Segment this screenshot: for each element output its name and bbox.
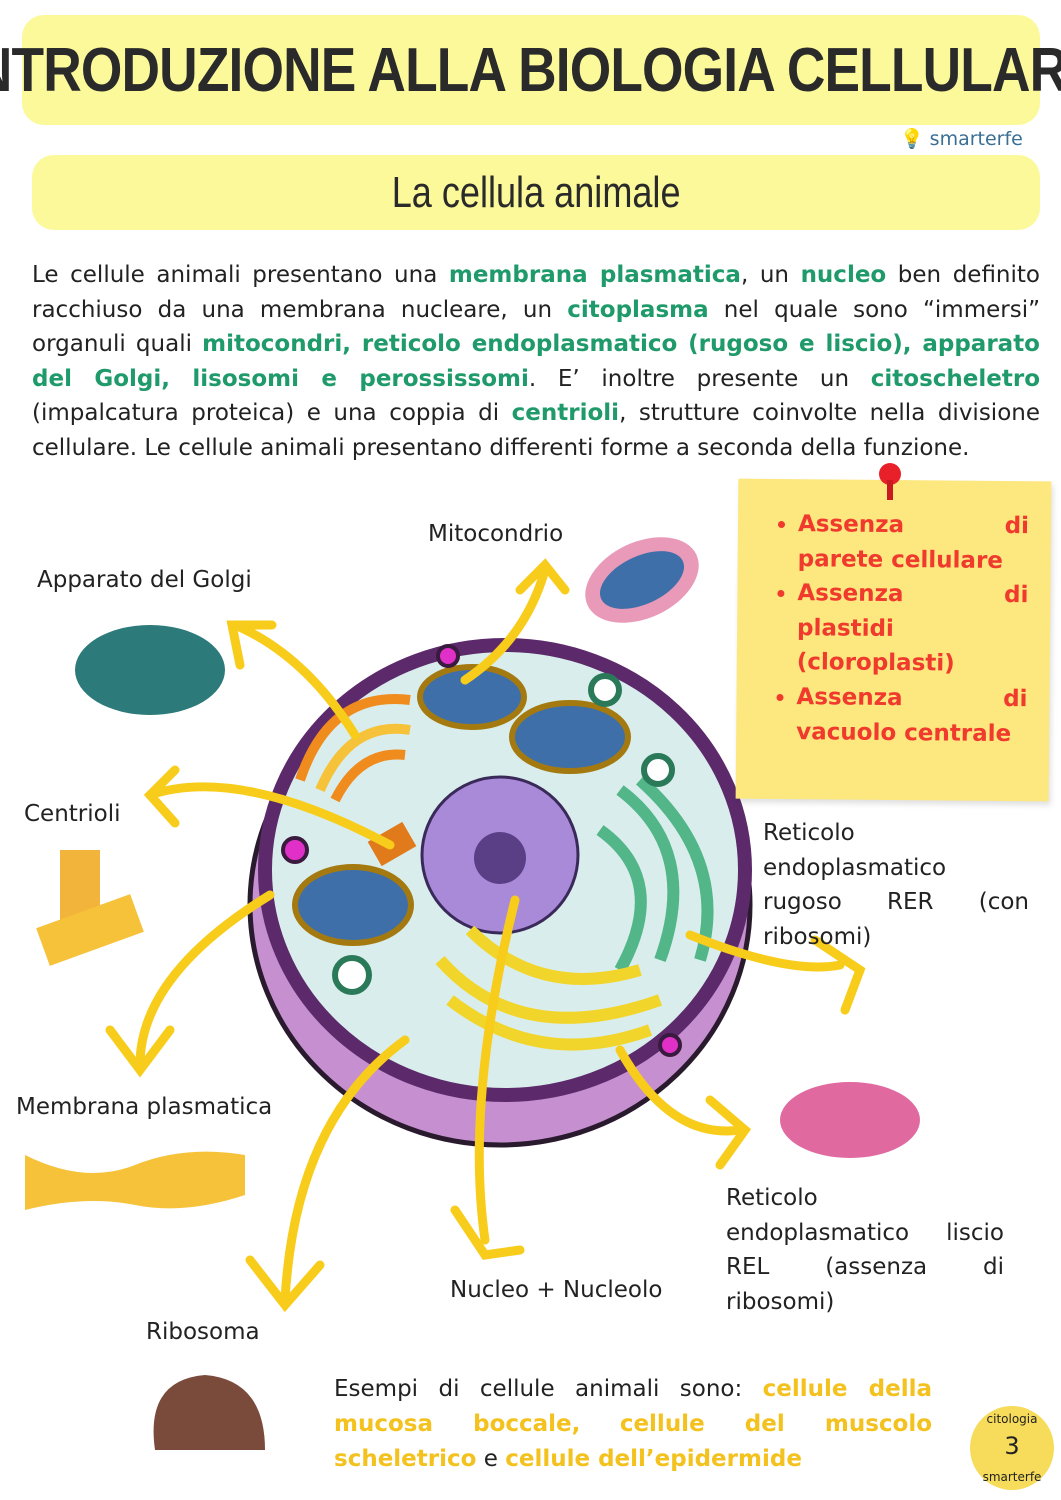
page-title: INTRODUZIONE ALLA BIOLOGIA CELLULARE [0,35,1061,105]
lightbulb-icon: 💡 [900,128,924,150]
sticky-note: Assenza di parete cellulare Assenza di p… [735,478,1052,802]
text-run: Le cellule animali presentano una [32,262,449,288]
note-item: Assenza di vacuolo centrale [796,680,1028,751]
mitochondrion-1 [417,664,527,730]
centrioli-image [36,850,144,966]
golgi-image [75,625,225,715]
ribosome-image [153,1375,265,1450]
page-badge: citologia 3 smarterfe [970,1406,1054,1490]
label-rel: Reticolo endoplasmatico liscio REL (asse… [726,1185,1004,1315]
highlighted-term: centrioli [511,400,620,427]
highlighted-term: nucleo [800,262,887,288]
label-ribosoma: Ribosoma [146,1319,260,1345]
nucleolus [474,832,526,884]
label-membrana: Membrana plasmatica [16,1094,273,1120]
note-list: Assenza di parete cellulare Assenza di p… [768,507,1029,751]
rel-shape [435,925,663,1051]
arrows [105,558,866,1313]
rel-image [780,1082,920,1158]
brand-logo: 💡smarterfe [900,127,1023,151]
badge-topic: citologia [986,1412,1038,1426]
text-run: Esempi di cellule animali sono: [334,1376,763,1402]
membrane-image [25,1151,245,1210]
title-banner: INTRODUZIONE ALLA BIOLOGIA CELLULARE [0,15,1061,125]
text-run: ben definito racchiuso da una membrana n… [32,262,1040,323]
text-run: e [476,1446,506,1472]
label-centrioli: Centrioli [24,801,121,827]
mitochondrion-2 [509,700,631,774]
highlighted-term: membrana plasmatica [448,262,741,288]
rer-shape [596,775,714,973]
highlighted-term: citoplasma [567,296,709,323]
brand-name: smarterfe [929,127,1023,150]
label-nucleo: Nucleo + Nucleolo [450,1277,663,1303]
subtitle-banner: La cellula animale [32,155,1040,230]
note-item: Assenza di plastidi (cloroplasti) [797,576,1029,682]
highlighted-term: citoscheletro [870,365,1040,392]
note-item: Assenza di parete cellulare [798,507,1030,578]
text-run: . E’ inoltre presente un [528,365,871,392]
highlighted-term: cellule della mucosa boccale, [334,1376,933,1437]
label-mitocondrio: Mitocondrio [428,521,564,547]
examples-paragraph: Esempi di cellule animali sono: cellule … [334,1372,932,1477]
label-golgi: Apparato del Golgi [37,567,252,593]
pushpin-icon [879,463,901,500]
text-run: nel quale sono “immersi” organuli quali [32,296,1040,358]
page-number: 3 [1004,1432,1020,1460]
badge-brand: smarterfe [982,1470,1042,1484]
text-run [580,1411,619,1437]
highlighted-term: cellule del muscolo scheletrico [334,1411,932,1472]
highlighted-term: cellule dell’epidermide [505,1446,802,1472]
text-run: , un [740,262,801,288]
text-run: (impalcatura proteica) e una coppia di [32,400,512,427]
intro-paragraph: Le cellule animali presentano una membra… [32,258,1040,466]
mitochondrion-3 [292,864,414,946]
label-rer: Reticolo endoplasmatico rugoso RER (con … [763,820,1029,950]
highlighted-term: mitocondri, reticolo endoplasmatico (rug… [32,331,1040,392]
subtitle: La cellula animale [391,167,681,217]
text-run: , strutture coinvolte nella divisione ce… [32,400,1040,461]
